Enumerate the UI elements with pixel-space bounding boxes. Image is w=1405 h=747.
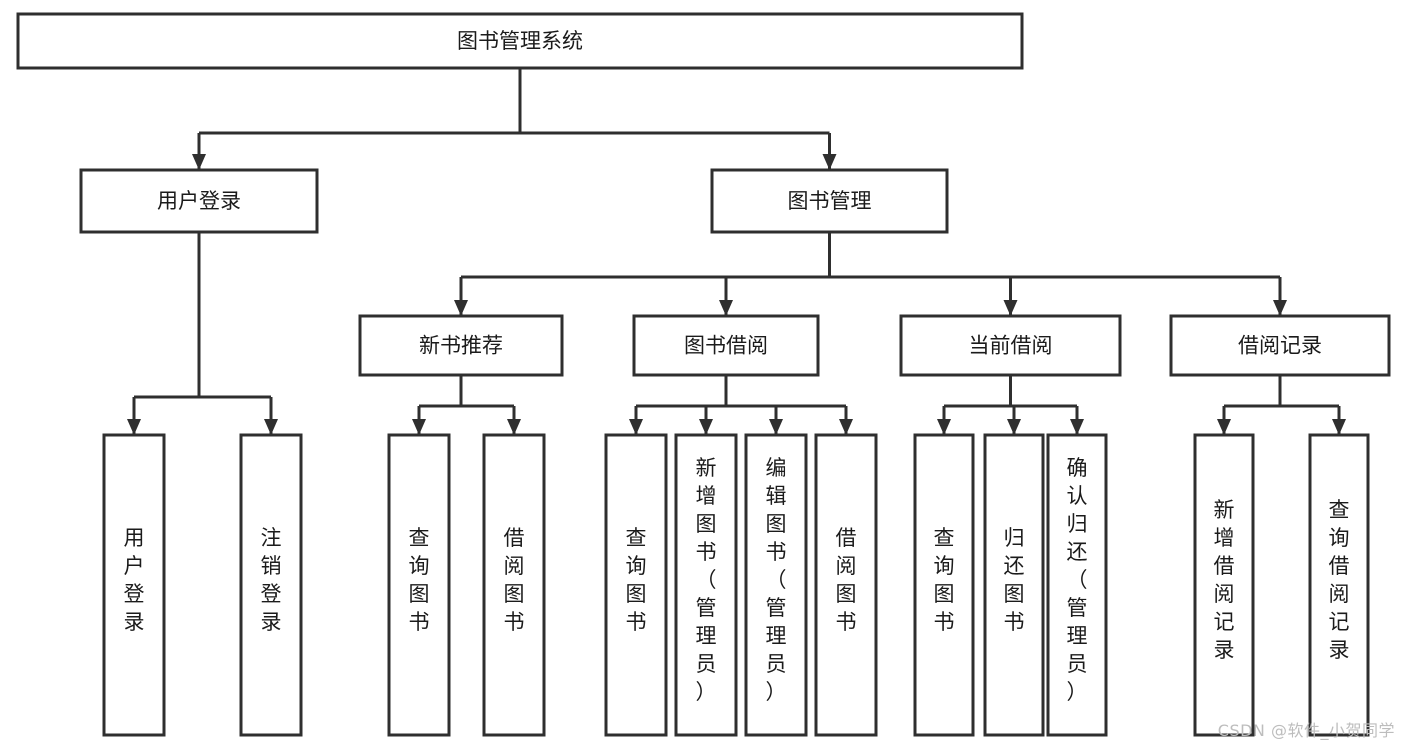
node-book-borrow[interactable]: 图书借阅 [632, 314, 820, 377]
node-label-leaf-edit-book-admin: 编辑图书（管理员） [766, 456, 787, 704]
node-label-user-login: 用户登录 [157, 189, 241, 213]
arrow-head-icon [1217, 419, 1231, 435]
arrow-head-icon [1003, 300, 1018, 316]
node-box-leaf-query-borrow-record [1308, 433, 1370, 737]
node-label-leaf-add-borrow-record: 新增借阅记录 [1214, 498, 1235, 662]
node-box-user-login [79, 168, 319, 234]
connector-group-root [192, 68, 837, 170]
arrow-head-icon [822, 154, 837, 170]
node-box-leaf-query-book-cur [913, 433, 975, 737]
node-root[interactable]: 图书管理系统 [16, 12, 1024, 70]
node-box-leaf-add-book-admin [674, 433, 738, 737]
node-label-borrow-record: 借阅记录 [1238, 334, 1322, 358]
node-borrow-record[interactable]: 借阅记录 [1169, 314, 1391, 377]
arrow-head-icon [1007, 419, 1021, 435]
node-leaf-logout-login[interactable]: 注销登录 [239, 433, 303, 737]
connector-group-book-manage [454, 232, 1287, 316]
node-leaf-query-book-rec[interactable]: 查询图书 [387, 433, 451, 737]
node-leaf-edit-book-admin[interactable]: 编辑图书（管理员） [744, 433, 808, 737]
node-box-book-borrow [632, 314, 820, 377]
arrow-head-icon [264, 419, 278, 435]
node-leaf-query-book-cur[interactable]: 查询图书 [913, 433, 975, 737]
arrow-head-icon [127, 419, 141, 435]
node-leaf-user-login[interactable]: 用户登录 [102, 433, 166, 737]
node-leaf-query-borrow-record[interactable]: 查询借阅记录 [1308, 433, 1370, 737]
node-leaf-query-book-borrow[interactable]: 查询图书 [604, 433, 668, 737]
node-label-leaf-confirm-return-admin: 确认归还（管理员） [1067, 456, 1088, 704]
node-label-leaf-query-book-rec: 查询图书 [409, 526, 430, 634]
node-box-leaf-query-book-borrow [604, 433, 668, 737]
connector-group-current-borrow [937, 375, 1084, 435]
arrow-head-icon [1273, 300, 1287, 316]
arrow-head-icon [192, 154, 206, 170]
node-box-leaf-borrow-book [814, 433, 878, 737]
connector-group-new-book-recommend [412, 375, 521, 435]
node-box-leaf-borrow-book-rec [482, 433, 546, 737]
node-label-book-borrow: 图书借阅 [684, 334, 768, 358]
node-label-leaf-user-login: 用户登录 [124, 526, 145, 634]
node-box-leaf-edit-book-admin [744, 433, 808, 737]
arrow-head-icon [454, 300, 468, 316]
arrow-head-icon [937, 419, 951, 435]
node-label-leaf-query-book-cur: 查询图书 [934, 526, 955, 634]
arrow-head-icon [719, 300, 733, 316]
node-current-borrow[interactable]: 当前借阅 [899, 314, 1122, 377]
node-box-leaf-query-book-rec [387, 433, 451, 737]
arrow-head-icon [769, 419, 783, 435]
node-box-leaf-return-book [983, 433, 1045, 737]
node-box-current-borrow [899, 314, 1122, 377]
node-box-leaf-confirm-return-admin [1046, 433, 1108, 737]
connector-group-borrow-record [1217, 375, 1346, 435]
node-leaf-confirm-return-admin[interactable]: 确认归还（管理员） [1046, 433, 1108, 737]
arrow-head-icon [699, 419, 713, 435]
node-label-leaf-logout-login: 注销登录 [261, 526, 282, 634]
node-label-leaf-add-book-admin: 新增图书（管理员） [696, 456, 717, 704]
node-label-leaf-borrow-book: 借阅图书 [836, 526, 857, 634]
node-label-current-borrow: 当前借阅 [969, 334, 1053, 358]
node-leaf-borrow-book[interactable]: 借阅图书 [814, 433, 878, 737]
connector-group-user-login [127, 232, 278, 435]
node-label-leaf-borrow-book-rec: 借阅图书 [504, 526, 525, 634]
node-box-new-book-recommend [358, 314, 564, 377]
connector-group-book-borrow [629, 375, 853, 435]
node-label-book-manage: 图书管理 [788, 189, 872, 213]
node-label-root: 图书管理系统 [457, 29, 583, 53]
arrow-head-icon [1070, 419, 1084, 435]
node-box-leaf-logout-login [239, 433, 303, 737]
node-box-leaf-user-login [102, 433, 166, 737]
arrow-head-icon [839, 419, 853, 435]
node-leaf-borrow-book-rec[interactable]: 借阅图书 [482, 433, 546, 737]
connector-layer [127, 68, 1346, 435]
node-label-leaf-query-book-borrow: 查询图书 [626, 526, 647, 634]
arrow-head-icon [412, 419, 426, 435]
node-leaf-add-book-admin[interactable]: 新增图书（管理员） [674, 433, 738, 737]
node-box-book-manage [710, 168, 949, 234]
node-book-manage[interactable]: 图书管理 [710, 168, 949, 234]
arrow-head-icon [1332, 419, 1346, 435]
node-label-leaf-return-book: 归还图书 [1004, 526, 1025, 634]
node-new-book-recommend[interactable]: 新书推荐 [358, 314, 564, 377]
arrow-head-icon [629, 419, 643, 435]
arrow-head-icon [507, 419, 521, 435]
node-leaf-add-borrow-record[interactable]: 新增借阅记录 [1193, 433, 1255, 737]
node-label-new-book-recommend: 新书推荐 [419, 334, 503, 358]
node-leaf-return-book[interactable]: 归还图书 [983, 433, 1045, 737]
node-user-login[interactable]: 用户登录 [79, 168, 319, 234]
node-label-leaf-query-borrow-record: 查询借阅记录 [1329, 498, 1350, 662]
node-box-root [16, 12, 1024, 70]
node-box-leaf-add-borrow-record [1193, 433, 1255, 737]
node-box-borrow-record [1169, 314, 1391, 377]
node-layer: 图书管理系统用户登录图书管理新书推荐图书借阅当前借阅借阅记录用户登录注销登录查询… [16, 12, 1391, 737]
csdn-watermark: CSDN @软件_小贺同学 [1217, 721, 1395, 740]
